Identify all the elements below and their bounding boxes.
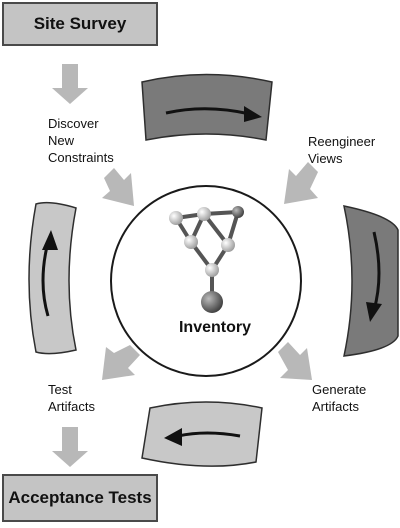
center-label-inventory: Inventory [178, 319, 251, 336]
label-discover-new-constraints: Discover New Constraints [48, 116, 114, 165]
label-generate-artifacts: Generate Artifacts [312, 382, 367, 414]
center-circle [110, 185, 302, 377]
band-right [343, 205, 399, 357]
arrow-reengineer-to-center [284, 162, 318, 204]
acceptance-tests-box: Acceptance Tests [2, 474, 158, 522]
down-arrow-bottom [52, 427, 88, 467]
down-arrow-top [52, 64, 88, 104]
band-bottom [141, 401, 263, 467]
network-icon [169, 206, 244, 313]
label-reengineer-views: Reengineer Views [308, 134, 376, 166]
arrow-center-to-test [102, 345, 140, 380]
band-top [141, 73, 273, 141]
arrow-discover-to-center [102, 168, 134, 206]
arrow-center-to-generate [278, 342, 312, 380]
band-left [28, 201, 77, 355]
label-test-artifacts: Test Artifacts [48, 382, 95, 414]
site-survey-box: Site Survey [2, 2, 158, 46]
